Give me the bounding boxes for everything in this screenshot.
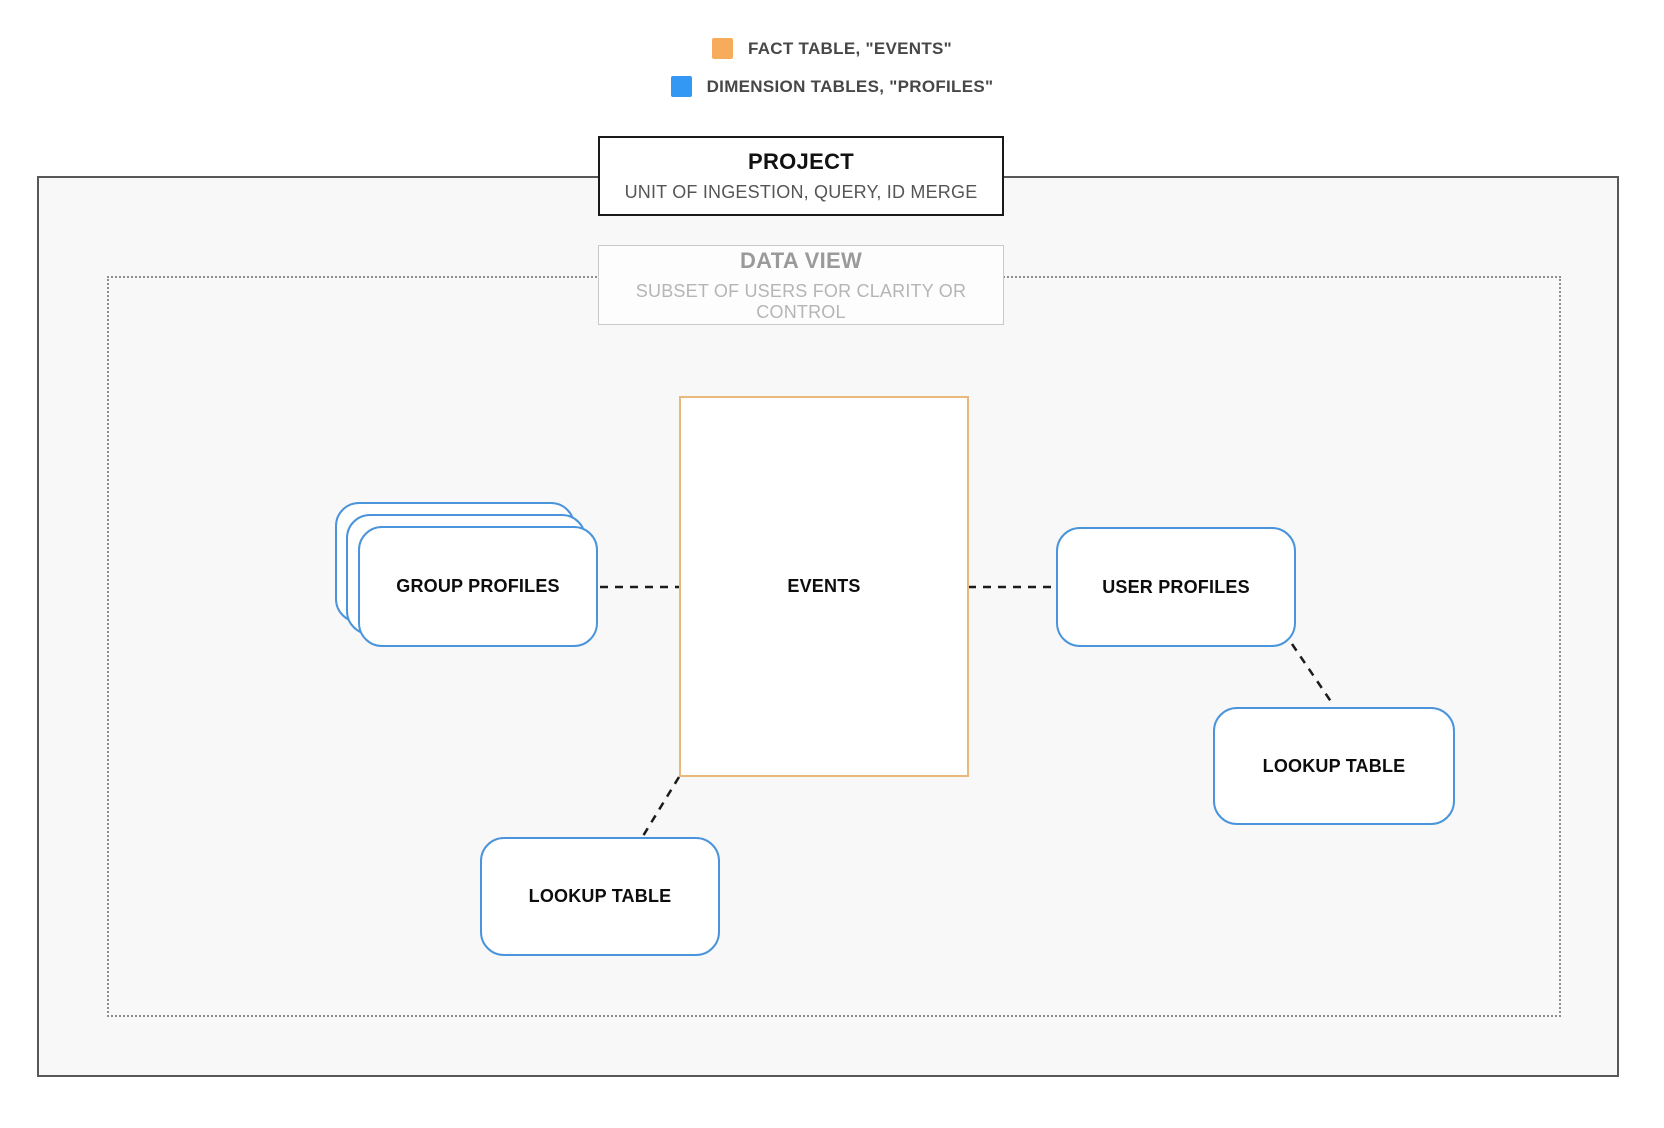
group-profiles-label: GROUP PROFILES	[396, 576, 560, 596]
legend-item-fact-table: FACT TABLE, "EVENTS"	[711, 38, 953, 59]
user-profiles-label: USER PROFILES	[1102, 576, 1250, 597]
project-title: PROJECT	[747, 149, 854, 174]
group-profiles-card-front: GROUP PROFILES	[358, 526, 598, 647]
data-view-title: DATA VIEW	[739, 247, 863, 273]
project-subtitle: UNIT OF INGESTION, QUERY, ID MERGE	[624, 182, 978, 202]
user-profiles-node: USER PROFILES	[1056, 527, 1296, 647]
legend-item-dimension-tables: DIMENSION TABLES, "PROFILES"	[670, 76, 994, 97]
dimension-tables-swatch-icon	[670, 76, 692, 97]
lookup-table-bottom-node: LOOKUP TABLE	[480, 837, 720, 956]
lookup-table-bottom-label: LOOKUP TABLE	[528, 886, 672, 906]
lookup-table-right-label: LOOKUP TABLE	[1262, 755, 1406, 776]
project-header-box: PROJECT UNIT OF INGESTION, QUERY, ID MER…	[598, 136, 1004, 216]
legend: FACT TABLE, "EVENTS" DIMENSION TABLES, "…	[0, 38, 1664, 97]
group-profiles-node: GROUP PROFILES	[335, 502, 599, 648]
data-view-header-box: DATA VIEW SUBSET OF USERS FOR CLARITY OR…	[598, 245, 1004, 325]
events-label: EVENTS	[787, 576, 861, 596]
legend-label-dimension-tables: DIMENSION TABLES, "PROFILES"	[706, 76, 994, 96]
fact-table-swatch-icon	[711, 38, 733, 59]
legend-label-fact-table: FACT TABLE, "EVENTS"	[747, 38, 953, 58]
lookup-table-right-node: LOOKUP TABLE	[1213, 707, 1455, 825]
data-view-subtitle: SUBSET OF USERS FOR CLARITY OR CONTROL	[635, 280, 967, 322]
events-node: EVENTS	[679, 396, 969, 777]
